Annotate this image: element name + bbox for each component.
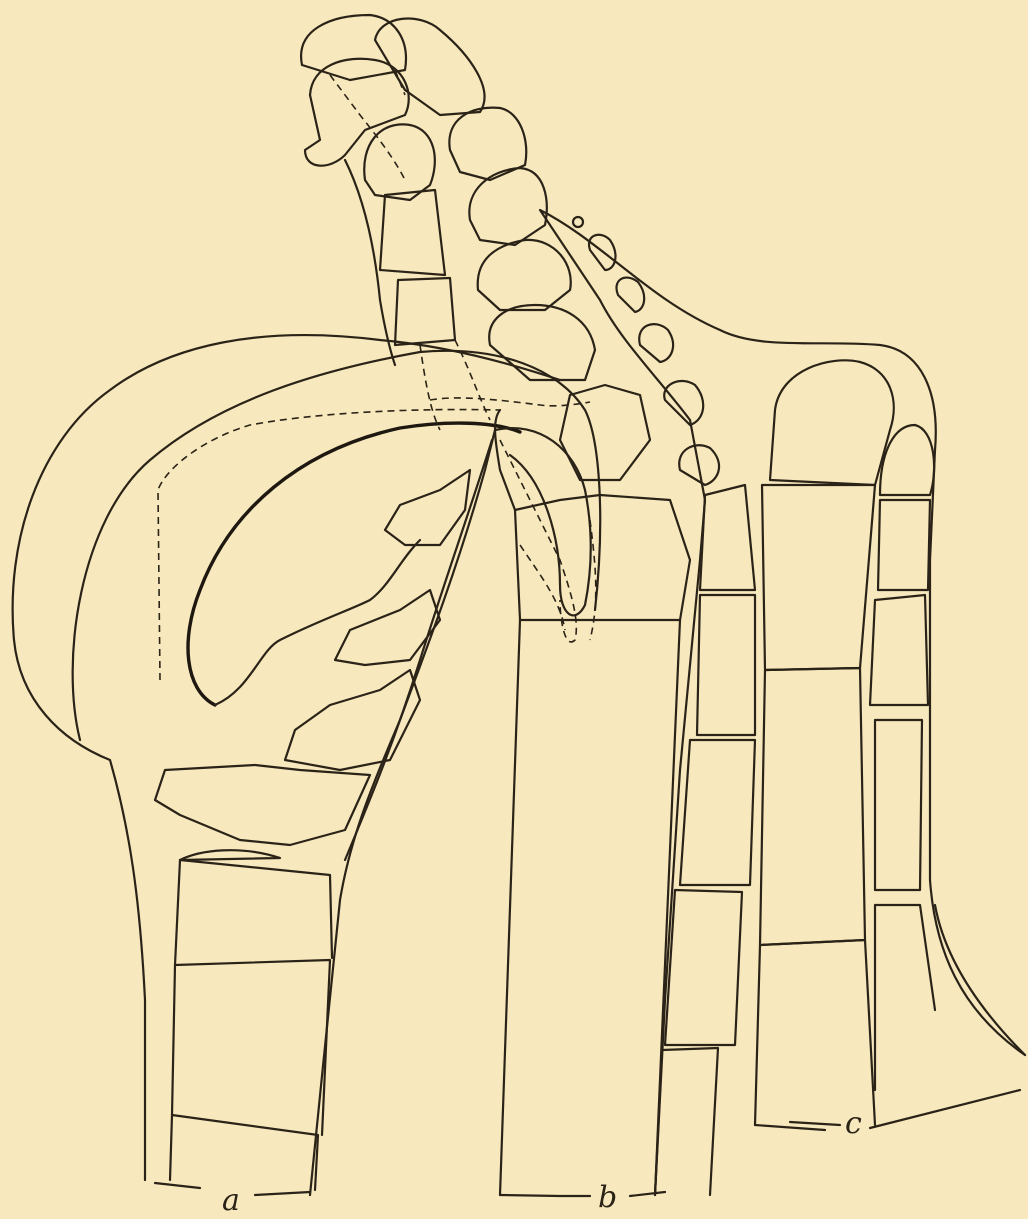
filament-c-outer-sheath xyxy=(540,210,1025,1195)
cell xyxy=(560,385,650,480)
cell xyxy=(770,360,894,485)
cell xyxy=(875,720,922,890)
cell xyxy=(175,860,332,965)
filament-c xyxy=(540,210,1025,1195)
filament-b-cell-top xyxy=(515,495,690,620)
cell xyxy=(697,595,755,735)
cell xyxy=(395,278,455,345)
cell xyxy=(478,240,571,310)
cell xyxy=(878,500,930,590)
cell xyxy=(172,960,330,1135)
filament-a-right-wall xyxy=(310,430,495,1195)
cell xyxy=(155,765,370,845)
cell xyxy=(700,485,755,590)
cell xyxy=(870,595,928,705)
filament-c-base xyxy=(755,1090,1020,1130)
cell xyxy=(380,190,445,275)
label-c-leader xyxy=(790,1122,840,1125)
cell xyxy=(616,278,644,312)
dashed-outline xyxy=(500,440,576,642)
left-branch-wall xyxy=(345,160,395,365)
cell xyxy=(489,305,595,380)
filament-b-left-wall xyxy=(495,410,520,1195)
filament-b-base-2 xyxy=(630,1192,665,1196)
filament-a-hook-inner xyxy=(215,540,420,705)
cell xyxy=(639,324,673,362)
cell xyxy=(655,1048,718,1195)
dashed-outline xyxy=(158,410,500,680)
cell xyxy=(180,850,280,860)
small-cell xyxy=(573,217,583,227)
filament-a-cells xyxy=(155,470,470,1190)
cell xyxy=(664,381,703,425)
filament-c-sheath-bottom xyxy=(935,905,1025,1055)
cell xyxy=(762,485,875,670)
cell xyxy=(305,59,409,166)
label-a-leader xyxy=(255,1192,310,1195)
filament-b-hook-tip xyxy=(495,428,591,615)
cell xyxy=(364,124,435,200)
cell xyxy=(469,168,546,245)
cell xyxy=(875,905,935,1090)
label-b: b xyxy=(598,1180,617,1215)
cell xyxy=(170,1115,318,1190)
label-c: c xyxy=(845,1106,862,1141)
upper-branch xyxy=(301,15,719,485)
label-a-leader xyxy=(155,1183,200,1188)
hidden-outlines xyxy=(158,70,596,680)
cell xyxy=(665,890,742,1045)
dashed-outline xyxy=(520,520,596,640)
cell xyxy=(680,740,755,885)
cell xyxy=(760,668,865,945)
label-a: a xyxy=(222,1183,240,1218)
cell xyxy=(385,470,470,545)
dashed-outline xyxy=(430,398,590,406)
filament-b-base xyxy=(500,1195,560,1196)
cell xyxy=(301,15,406,80)
cell xyxy=(755,940,875,1125)
